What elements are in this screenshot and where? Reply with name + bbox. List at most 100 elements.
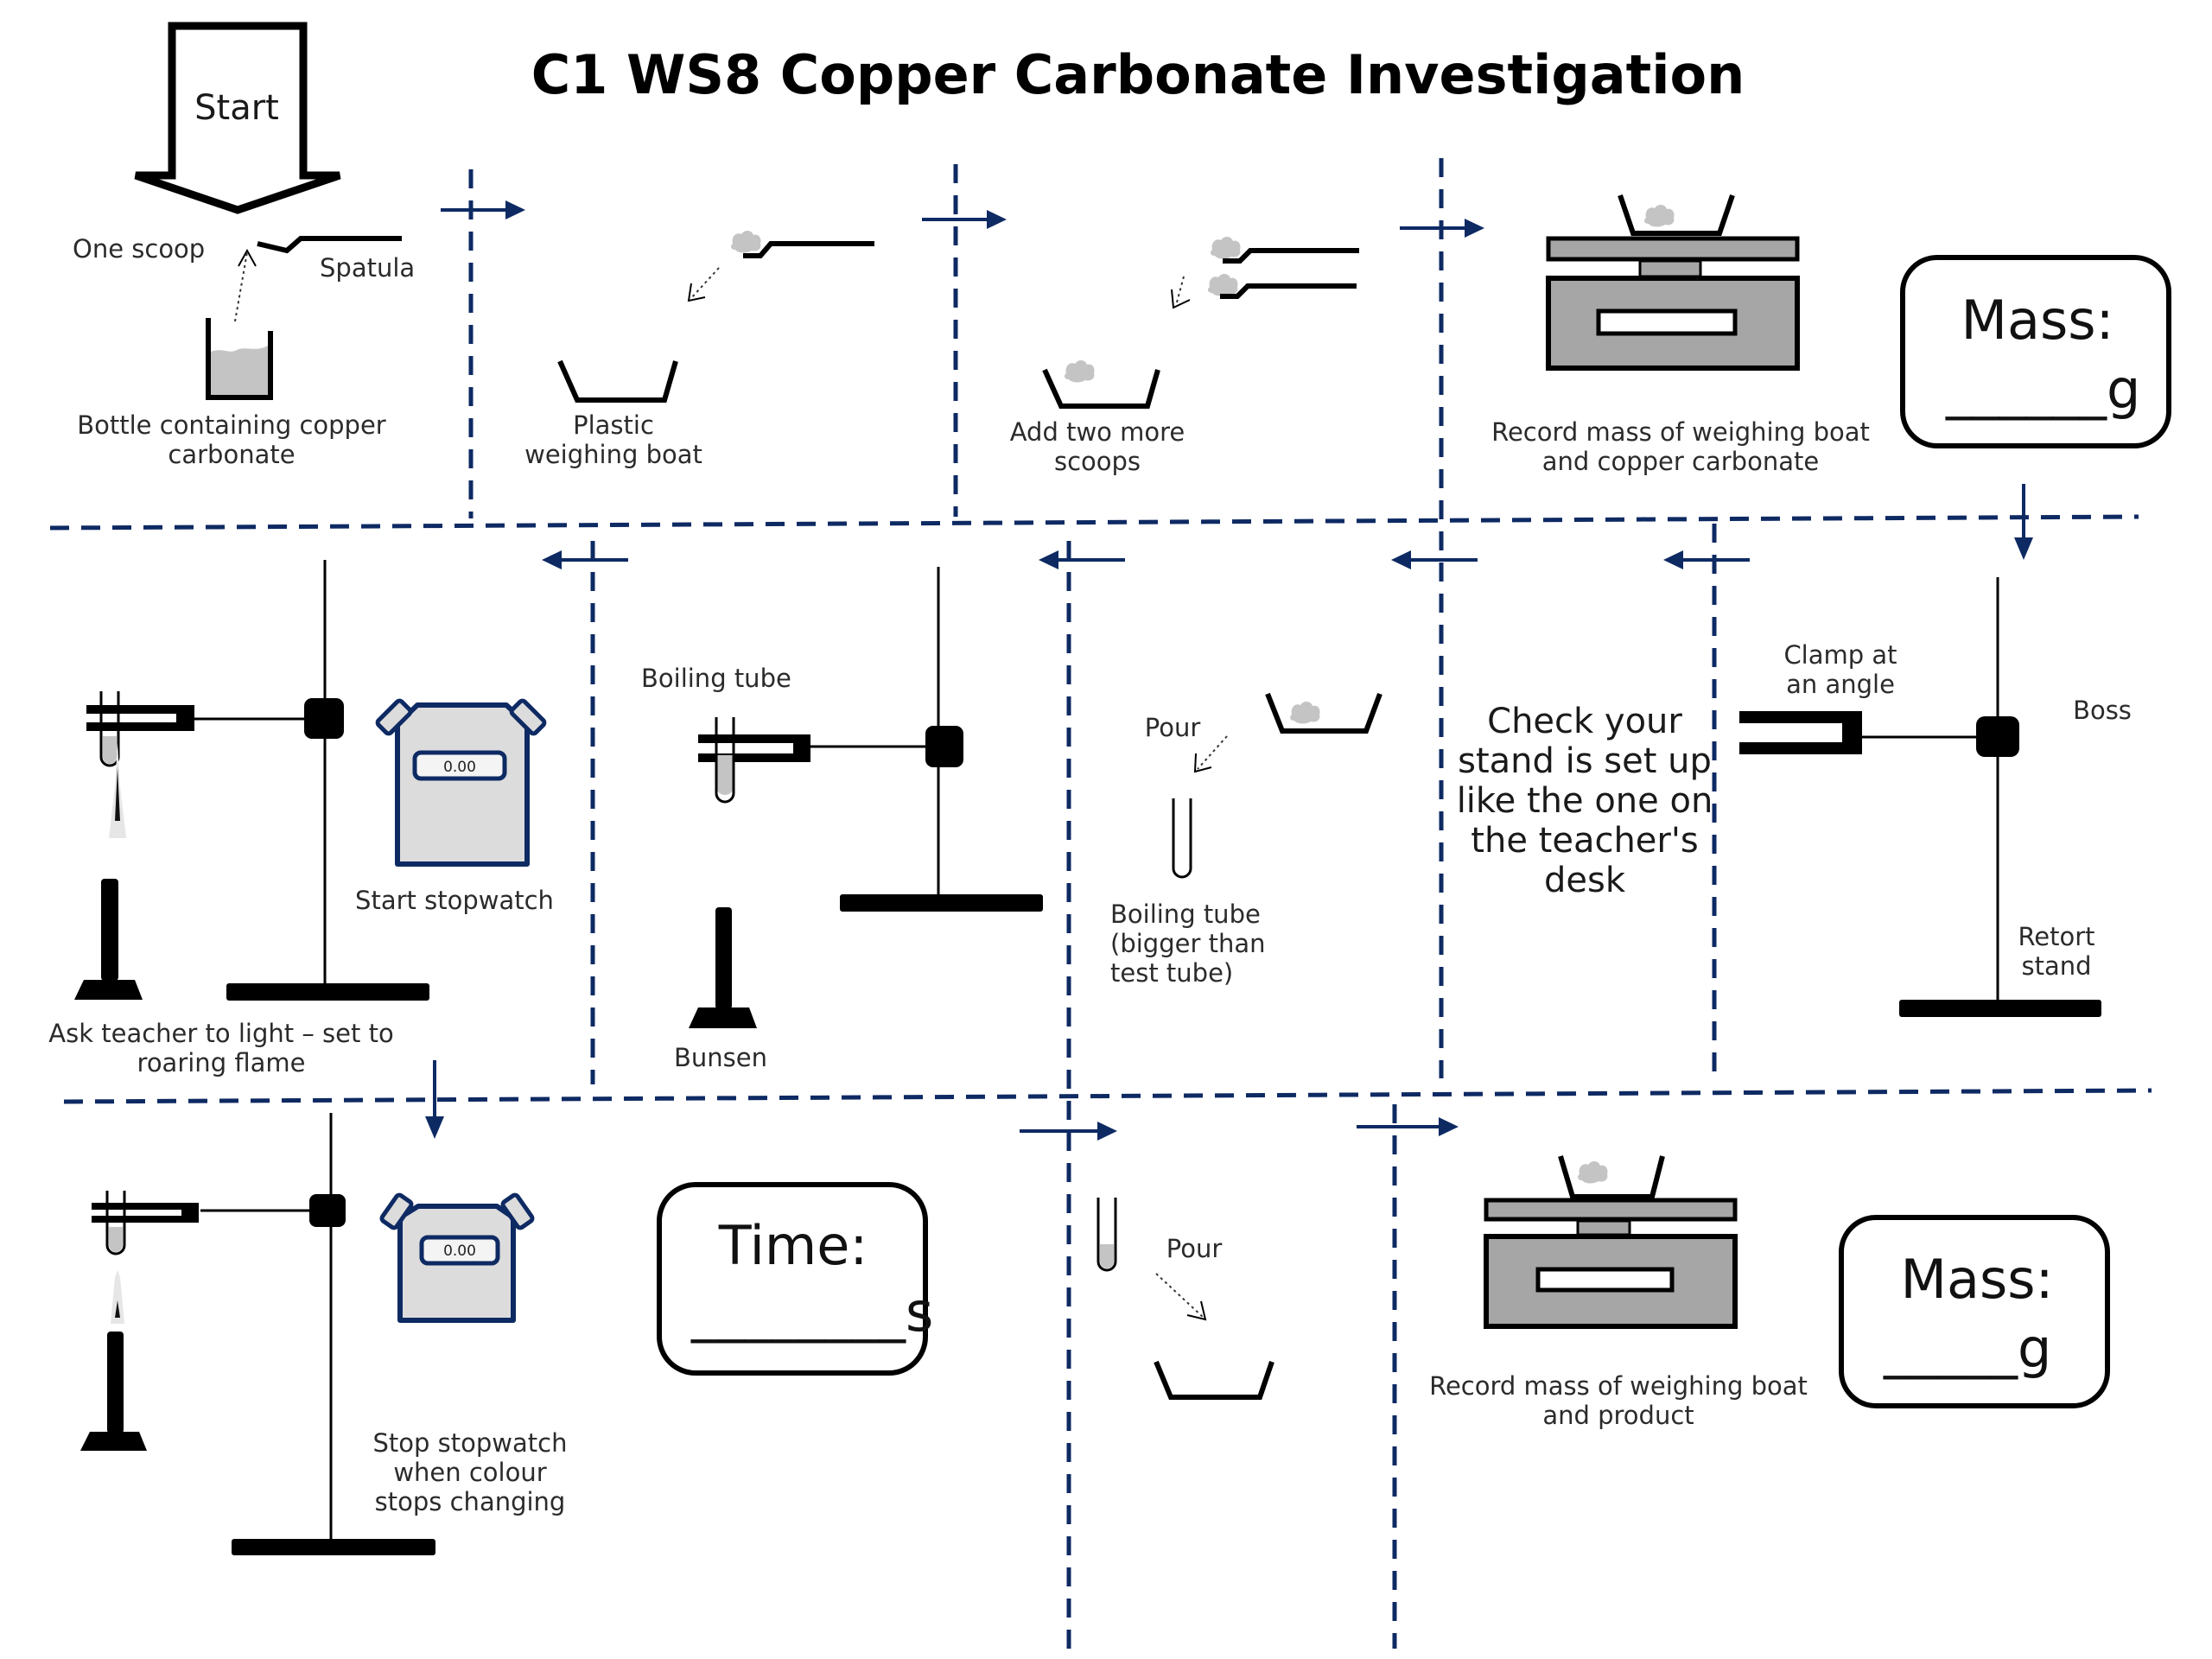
check-line3: like the one on	[1457, 781, 1713, 821]
weighing-boat-icon	[1154, 1360, 1274, 1400]
record-product-line2: and product	[1542, 1401, 1694, 1430]
step-7-pour-into-tube: Pour Boiling tube (bigger than test tube…	[1110, 692, 1382, 988]
start-arrow-icon: Start	[134, 22, 341, 214]
teacher-label-line1: Ask teacher to light – set to	[48, 1019, 393, 1048]
tube-label-line3: test tube)	[1110, 958, 1233, 988]
retort-label-line2: stand	[2021, 951, 2091, 981]
page-title: C1 WS8 Copper Carbonate Investigation	[531, 43, 1745, 106]
mass-answer-box[interactable]: Mass: ______g	[1900, 255, 2171, 448]
balance-scale-icon	[1546, 194, 1800, 371]
weighing-boat-with-powder-icon	[1265, 692, 1382, 734]
flow-arrow-left	[1663, 550, 1750, 569]
dotted-arrow-down-right-icon	[1155, 1273, 1207, 1321]
start-label: Start	[194, 88, 279, 128]
time-label: Time:	[718, 1214, 868, 1277]
clamp-label-line2: an angle	[1786, 670, 1895, 699]
stopwatch-display: 0.00	[443, 1243, 476, 1260]
divider-row1-row2	[49, 514, 2139, 531]
spatula-label: Spatula	[320, 253, 415, 283]
check-line1: Check your	[1487, 702, 1682, 741]
flow-arrow-left	[1391, 550, 1478, 569]
stopwatch-display: 0.00	[443, 759, 476, 776]
step-12-record-final-mass: Record mass of weighing boat and product…	[1429, 1155, 2110, 1430]
spatula-with-powder-icon	[731, 230, 874, 258]
bunsen-label: Bunsen	[674, 1043, 767, 1072]
record-product-line1: Record mass of weighing boat	[1429, 1371, 1808, 1401]
record-mass-line2: and copper carbonate	[1542, 447, 1819, 476]
stop-label-line1: Stop stopwatch	[373, 1428, 568, 1458]
tube-label-line2: (bigger than	[1110, 929, 1265, 958]
stop-label-line2: when colour	[393, 1458, 546, 1487]
dotted-arrow-down-left-icon	[1171, 276, 1191, 309]
time-blank[interactable]: ________s	[690, 1281, 933, 1344]
final-mass-answer-box[interactable]: Mass: _____g	[1839, 1215, 2110, 1408]
flow-arrow-right	[1357, 1117, 1459, 1136]
one-scoop-label: One scoop	[73, 234, 205, 264]
boat-label-line2: weighing boat	[524, 440, 702, 469]
flow-arrow-left	[542, 550, 628, 569]
step-10-stop-time: 0.00 Stop stopwatch when colour stops ch…	[80, 1113, 933, 1555]
flow-arrow-down	[425, 1060, 444, 1139]
bunsen-burner-icon	[689, 907, 757, 1028]
start-stopwatch-label: Start stopwatch	[355, 886, 554, 915]
spatula-with-powder-icon	[1208, 273, 1357, 299]
bunsen-burner-icon	[74, 879, 143, 1000]
step-2-weighing-boat: Plastic weighing boat	[524, 230, 874, 469]
spatula-icon	[257, 236, 402, 254]
flame-icon	[111, 1270, 124, 1324]
flow-arrow-right	[1020, 1122, 1117, 1141]
boat-label-line1: Plastic	[573, 410, 654, 440]
mass-blank[interactable]: ______g	[1945, 358, 2140, 421]
bottle-icon	[206, 318, 273, 400]
dotted-arrow-down-left-icon	[687, 267, 720, 302]
mass-blank[interactable]: _____g	[1883, 1317, 2051, 1380]
step-8-clamp-tube: Boiling tube Bunsen	[641, 567, 1043, 1072]
step-5-clamp-stand: Clamp at an angle Boss Retort stand	[1739, 577, 2132, 1017]
stopwatch-icon: 0.00	[379, 1192, 535, 1323]
step-6-check-stand: Check your stand is set up like the one …	[1457, 702, 1713, 900]
mass-label: Mass:	[1961, 289, 2114, 352]
boss-label: Boss	[2073, 696, 2132, 725]
pour-label: Pour	[1145, 713, 1201, 742]
check-line4: the teacher's	[1471, 821, 1698, 861]
spatula-with-powder-icon	[1211, 236, 1359, 264]
step-9-heat-start: 0.00 Start stopwatch Ask teacher to ligh…	[48, 560, 554, 1077]
clamp-label-line1: Clamp at	[1783, 640, 1897, 670]
dotted-arrow-down-left-icon	[1193, 735, 1228, 773]
pour-label: Pour	[1166, 1234, 1223, 1263]
clamp-stand-with-tube-icon	[92, 1113, 435, 1555]
time-answer-box[interactable]: Time: ________s	[657, 1182, 933, 1376]
step-4-record-mass: Record mass of weighing boat and copper …	[1491, 194, 2171, 476]
dividers	[49, 158, 2152, 1657]
flow-arrow-right	[922, 210, 1007, 229]
bottle-label-line1: Bottle containing copper	[77, 410, 386, 440]
mass-label: Mass:	[1901, 1248, 2054, 1311]
flame-icon	[109, 743, 126, 838]
bottle-label-line2: carbonate	[168, 440, 295, 469]
stopwatch-icon: 0.00	[375, 698, 547, 867]
flow-arrows	[425, 200, 2033, 1141]
divider-row2-row3	[63, 1088, 2152, 1104]
record-mass-line1: Record mass of weighing boat	[1491, 417, 1870, 447]
weighing-boat-icon	[557, 359, 678, 403]
check-line5: desk	[1544, 861, 1626, 900]
boiling-tube-label: Boiling tube	[641, 664, 791, 693]
tube-label-line1: Boiling tube	[1110, 899, 1261, 929]
clamp-stand-with-tube-icon	[86, 560, 429, 1001]
boiling-tube-with-product-icon	[1096, 1198, 1117, 1272]
step-1-scoop: Start One scoop Spatula Bottle containin…	[73, 22, 415, 469]
check-line2: stand is set up	[1458, 741, 1712, 781]
flow-arrow-right	[441, 200, 525, 219]
clamp-stand-with-tube-icon	[698, 567, 1043, 912]
stop-label-line3: stops changing	[375, 1487, 566, 1516]
flow-arrow-right	[1400, 219, 1484, 238]
boiling-tube-icon	[1172, 798, 1192, 879]
flow-arrow-left	[1039, 550, 1125, 569]
balance-scale-icon	[1484, 1155, 1738, 1329]
teacher-label-line2: roaring flame	[137, 1048, 306, 1077]
step-11-pour-product: Pour	[1096, 1198, 1274, 1400]
retort-stand-icon	[1739, 577, 2101, 1017]
step-3-add-scoops: Add two more scoops	[1010, 236, 1359, 476]
weighing-boat-with-powder-icon	[1042, 359, 1160, 409]
